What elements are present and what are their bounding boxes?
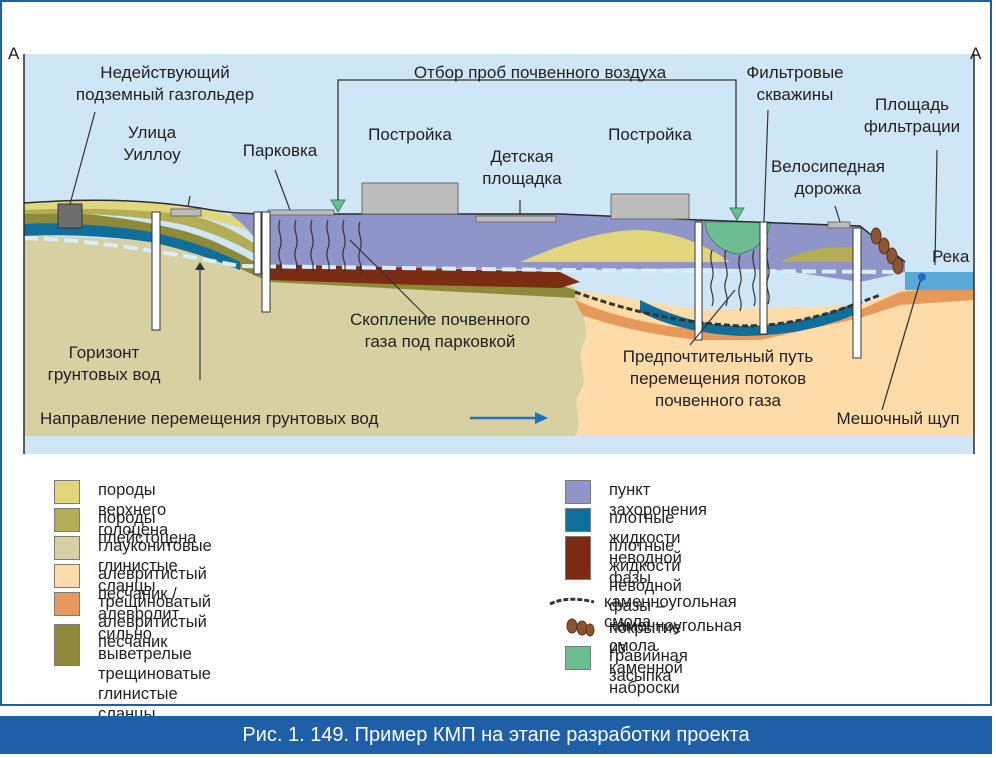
bike-path-pad: [828, 222, 850, 228]
gasholder-label-1: Недействующий: [100, 63, 229, 82]
coal-tar-line-icon: [548, 592, 596, 612]
water-table-label-1: Горизонт: [69, 343, 140, 362]
bike-path-label-2: дорожка: [795, 179, 862, 198]
bag-probe-label: Мешочный щуп: [836, 409, 959, 428]
legend-swatch: [54, 624, 80, 666]
caption-text: Рис. 1. 149. Пример КМП на этапе разрабо…: [242, 724, 749, 747]
parking-pad: [268, 210, 334, 215]
preferred-path-label-3: почвенного газа: [655, 391, 782, 410]
water-table-label-2: грунтовых вод: [48, 365, 161, 384]
riprap-icon: [565, 618, 595, 638]
legend-label: гравийная засыпка: [609, 646, 688, 686]
legend-swatch: [54, 536, 80, 560]
flow-direction-label: Направление перемещения грунтовых вод: [40, 409, 378, 428]
playground-pad: [476, 216, 556, 222]
filter-wells-label-1: Фильтровые: [746, 63, 843, 82]
bag-probe-point: [918, 273, 926, 281]
river-label: Река: [932, 247, 970, 266]
legend-swatch: [565, 646, 591, 670]
legend-swatch: [565, 536, 591, 580]
legend-swatch: [54, 592, 80, 616]
section-label-left: A: [8, 44, 20, 63]
playground-label-2: площадка: [482, 169, 562, 188]
legend-swatch: [565, 480, 591, 504]
filter-area-label-2: фильтрации: [864, 117, 960, 136]
legend-item-weathered-shale: сильно выветрелые трещиноватые глинистые…: [54, 624, 211, 724]
gas-accumulation-label-2: газа под парковкой: [365, 332, 516, 351]
figure-caption: Рис. 1. 149. Пример КМП на этапе разрабо…: [0, 716, 992, 754]
filter-area-label-1: Площадь: [875, 95, 949, 114]
preferred-path-label-2: перемещения потоков: [630, 369, 806, 388]
legend-label: сильно выветрелые трещиноватые глинистые…: [98, 624, 211, 724]
legend-swatch: [565, 508, 591, 532]
legend-swatch: [54, 480, 80, 504]
willow-street-label-2: Уиллоу: [123, 145, 181, 164]
river: [905, 272, 974, 290]
legend-item-gravel: гравийная засыпка: [565, 646, 688, 686]
willow-street-pad: [171, 209, 201, 216]
bike-path-label-1: Велосипедная: [771, 157, 885, 176]
filter-wells-label-2: скважины: [757, 85, 834, 104]
building-2: [611, 194, 689, 219]
willow-street-label-1: Улица: [128, 123, 177, 142]
legend-swatch: [54, 508, 80, 532]
preferred-path-label-1: Предпочтительный путь: [623, 347, 814, 366]
building-1-label: Постройка: [368, 125, 452, 144]
section-label-right: A: [970, 44, 982, 63]
gasholder-box: [58, 204, 82, 228]
gasholder-label-2: подземный газгольдер: [76, 85, 254, 104]
building-2-label: Постройка: [608, 125, 692, 144]
building-1: [362, 183, 458, 214]
parking-label: Парковка: [243, 141, 318, 160]
soil-air-label: Отбор проб почвенного воздуха: [414, 63, 667, 82]
playground-label-1: Детская: [491, 147, 554, 166]
legend-swatch: [54, 564, 80, 588]
gas-accumulation-label-1: Скопление почвенного: [350, 310, 530, 329]
